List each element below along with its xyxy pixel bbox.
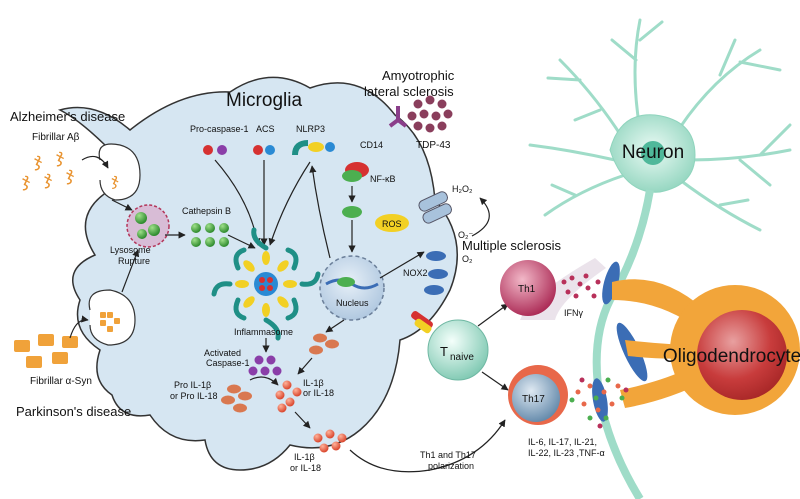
- il-label-2: or IL-18: [303, 388, 334, 398]
- polarization-label-1: Th1 and Th17: [420, 450, 476, 460]
- t-naive-sub: naive: [450, 352, 474, 363]
- tcr-receptor: [411, 311, 433, 334]
- svg-text:ჯ: ჯ: [44, 168, 52, 189]
- th17-cytokines: [569, 377, 629, 429]
- activated-label-1: Activated: [204, 348, 241, 358]
- phagosome-abeta: ჯ: [98, 143, 141, 201]
- alzheimers-label: Alzheimer's disease: [10, 109, 125, 124]
- fibrillar-abeta-label: Fibrillar Aβ: [32, 132, 80, 143]
- nucleus: Nucleus: [319, 255, 385, 321]
- pro-il-cytoplasm: [309, 333, 339, 355]
- nox2: NOX2: [403, 251, 448, 295]
- t-naive-label: T: [440, 344, 448, 359]
- asyn-fibrils: [14, 334, 78, 368]
- inflammasome: Inflammasome: [211, 227, 321, 341]
- svg-text:ჯ: ჯ: [34, 150, 42, 171]
- h2o2-label: H₂O₂: [452, 184, 473, 194]
- neuron-label: Neuron: [622, 142, 684, 163]
- nfkb-complex: NF-κB: [342, 162, 396, 184]
- tdp43-label: TDP-43: [416, 140, 451, 151]
- th1-label: Th1: [518, 284, 536, 295]
- nfkb-free: [342, 206, 362, 218]
- cathepsin-label: Cathepsin B: [182, 206, 231, 216]
- fibrillar-asyn-label: Fibrillar α-Syn: [30, 376, 92, 387]
- o2-radical-label: O₂⁻: [458, 230, 473, 240]
- cd14-receptor: CD14: [360, 106, 408, 150]
- lysosome-label-1: Lysosome: [110, 245, 151, 255]
- acs: ACS: [253, 124, 275, 155]
- neuron-cell: [528, 18, 792, 499]
- tdp43-cluster: [407, 95, 453, 133]
- ms-label: Multiple sclerosis: [462, 238, 561, 253]
- th1-cell: Th1: [500, 260, 556, 316]
- th17-label: Th17: [522, 394, 545, 405]
- cd14-label: CD14: [360, 140, 383, 150]
- svg-text:ჯ: ჯ: [111, 170, 119, 189]
- membrane-channel: [418, 191, 452, 224]
- acs-label: ACS: [256, 124, 275, 134]
- pro-caspase-label: Pro-caspase-1: [190, 124, 249, 134]
- il-out-label-2: or IL-18: [290, 463, 321, 473]
- ros-label: ROS: [382, 219, 402, 229]
- phagosome-asyn: [88, 289, 136, 346]
- th17-cyt-label-1: IL-6, IL-17, IL-21,: [528, 437, 597, 447]
- th17-cell: Th17: [508, 365, 568, 425]
- ifng-label: IFNγ: [564, 308, 583, 318]
- microglia-title: Microglia: [226, 90, 302, 111]
- pro-il-label-1: Pro IL-1β: [174, 380, 211, 390]
- svg-text:ჯ: ჯ: [22, 170, 30, 191]
- nfkb-label: NF-κB: [370, 174, 396, 184]
- activated-label-2: Caspase-1: [206, 358, 250, 368]
- nlrp3: NLRP3: [292, 124, 335, 156]
- nox2-label: NOX2: [403, 268, 428, 278]
- svg-text:ჯ: ჯ: [66, 164, 74, 185]
- secreted-il: IL-1β or IL-18: [290, 429, 347, 473]
- pro-il-label-2: or Pro IL-18: [170, 391, 218, 401]
- ifng-dots: [561, 273, 601, 299]
- nucleus-label: Nucleus: [336, 298, 369, 308]
- activated-caspase-1: Activated Caspase-1: [204, 348, 282, 376]
- ros-bubble: ROS: [375, 214, 409, 232]
- o2-label: O₂: [462, 254, 473, 264]
- als-label-1: Amyotrophic: [382, 68, 455, 83]
- t-naive-cell: T naive: [427, 319, 489, 381]
- mature-il: IL-1β or IL-18: [275, 378, 334, 413]
- th17-cyt-label-2: IL-22, IL-23 ,TNF-α: [528, 448, 605, 458]
- pro-caspase-1: Pro-caspase-1: [190, 124, 249, 155]
- pro-il: Pro IL-1β or Pro IL-18: [170, 380, 252, 413]
- als-label-2: lateral sclerosis: [364, 84, 454, 99]
- oligodendrocyte-label: Oligodendrocyte: [663, 346, 800, 367]
- inflammasome-label: Inflammasome: [234, 327, 293, 337]
- il-label-1: IL-1β: [303, 378, 324, 388]
- oligodendrocyte-cell: Oligodendrocyte: [612, 279, 800, 415]
- nlrp3-label: NLRP3: [296, 124, 325, 134]
- polarization-label-2: polarization: [428, 461, 474, 471]
- cathepsin-b: Cathepsin B: [182, 206, 231, 247]
- il-out-label-1: IL-1β: [294, 452, 315, 462]
- svg-text:ჯ: ჯ: [56, 146, 64, 167]
- parkinsons-label: Parkinson's disease: [16, 404, 131, 419]
